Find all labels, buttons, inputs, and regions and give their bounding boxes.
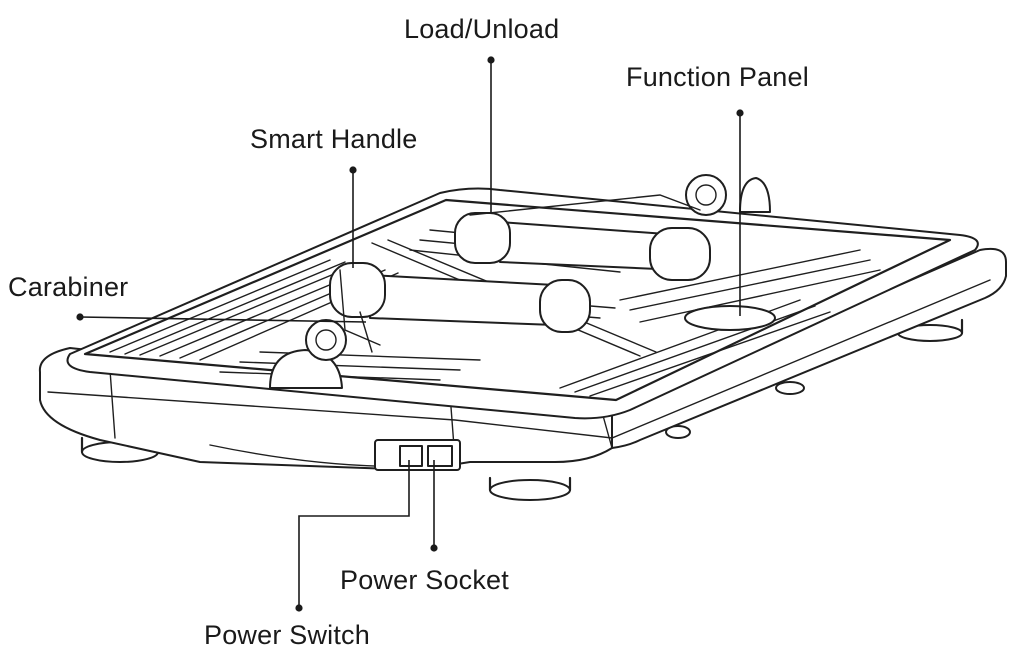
- front-handle: [329, 262, 591, 353]
- callout-load-unload: Load/Unload: [404, 14, 560, 44]
- callout-smart-handle: Smart Handle: [250, 124, 418, 154]
- leader-lines: [76, 56, 744, 612]
- rear-handle: [454, 194, 711, 281]
- power-ports: [374, 439, 461, 471]
- front-knob: [269, 319, 347, 389]
- callout-power-socket: Power Socket: [340, 565, 509, 595]
- callout-power-switch: Power Switch: [204, 620, 370, 650]
- callout-function-panel: Function Panel: [626, 62, 809, 92]
- load-unload-knob: [685, 174, 771, 216]
- callout-carabiner: Carabiner: [8, 272, 129, 302]
